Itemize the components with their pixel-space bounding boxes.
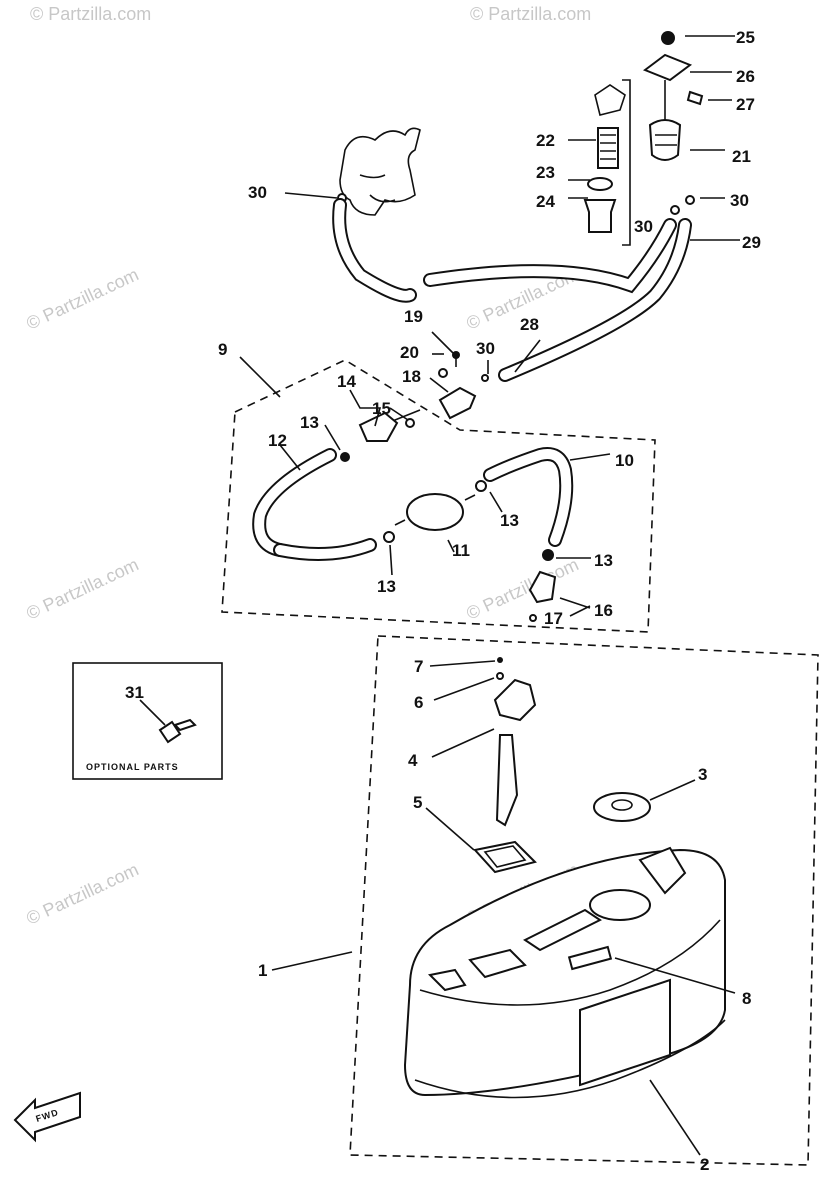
callout-20: 20 bbox=[400, 343, 419, 362]
leader-lines bbox=[139, 35, 740, 1156]
o-ring-23 bbox=[587, 177, 613, 191]
screw-7 bbox=[497, 657, 503, 663]
forward-arrow-icon: FWD bbox=[13, 1091, 81, 1143]
primer-assembly-outline-9 bbox=[221, 359, 656, 633]
callout-13-far-right: 13 bbox=[594, 551, 613, 570]
clip-13-d bbox=[542, 549, 554, 561]
callout-28: 28 bbox=[520, 315, 539, 334]
optional-parts-box bbox=[72, 662, 223, 780]
callout-15: 15 bbox=[372, 399, 391, 418]
vent-flap bbox=[638, 846, 687, 895]
connector-16 bbox=[528, 570, 557, 604]
tie-down bbox=[427, 968, 467, 992]
fitting-31 bbox=[158, 718, 197, 744]
screw-27 bbox=[686, 90, 704, 106]
callout-12: 12 bbox=[268, 431, 287, 450]
label-8 bbox=[567, 945, 613, 971]
clip-13-a bbox=[340, 452, 350, 462]
callout-27: 27 bbox=[736, 95, 755, 114]
callout-5: 5 bbox=[413, 793, 422, 812]
callout-11: 11 bbox=[452, 541, 470, 560]
clip-30-mid bbox=[670, 205, 680, 215]
pickup-head-4 bbox=[493, 678, 537, 722]
callout-7: 7 bbox=[414, 657, 423, 676]
callout-6: 6 bbox=[414, 693, 423, 712]
callout-16: 16 bbox=[594, 601, 613, 620]
watermark-5: © Partzilla.com bbox=[23, 554, 141, 623]
callout-19: 19 bbox=[404, 307, 423, 326]
callout-30-left: 30 bbox=[248, 183, 267, 202]
filter-element-22 bbox=[597, 127, 619, 169]
callout-13-bottom: 13 bbox=[377, 577, 396, 596]
connector-18 bbox=[438, 386, 477, 420]
carburetor-outline bbox=[337, 127, 421, 216]
callout-25: 25 bbox=[736, 28, 755, 47]
callout-14: 14 bbox=[337, 372, 356, 391]
callout-labels: 25 26 27 21 22 23 24 30 30 30 29 19 20 3… bbox=[125, 28, 761, 1174]
watermark-3: © Partzilla.com bbox=[23, 264, 141, 333]
clip-30-center bbox=[481, 374, 489, 382]
clip-13-c bbox=[383, 531, 395, 543]
joint-14 bbox=[358, 411, 399, 442]
cap-25 bbox=[661, 31, 675, 45]
primer-bulb-11 bbox=[406, 493, 464, 531]
hoses bbox=[332, 198, 692, 382]
o-ring-15 bbox=[405, 418, 415, 428]
bracket-26 bbox=[642, 53, 693, 82]
clip-30-right bbox=[685, 195, 695, 205]
callout-9: 9 bbox=[218, 340, 227, 359]
callout-17: 17 bbox=[544, 609, 563, 628]
pickup-tube-4 bbox=[495, 734, 519, 827]
watermark-6: © Partzilla.com bbox=[463, 554, 581, 623]
tank-label-panel bbox=[579, 978, 671, 1087]
callout-10: 10 bbox=[615, 451, 634, 470]
callout-29: 29 bbox=[742, 233, 761, 252]
filter-21 bbox=[648, 119, 682, 161]
callout-2: 2 bbox=[700, 1155, 709, 1174]
washer-20 bbox=[438, 368, 448, 378]
callout-22: 22 bbox=[536, 131, 555, 150]
optional-parts-label: OPTIONAL PARTS bbox=[86, 762, 179, 772]
o-ring-17 bbox=[529, 614, 537, 622]
washer-6 bbox=[496, 672, 504, 680]
callout-31: 31 bbox=[125, 683, 144, 702]
callout-3: 3 bbox=[698, 765, 707, 784]
callout-18: 18 bbox=[402, 367, 421, 386]
watermark-1: © Partzilla.com bbox=[30, 4, 151, 24]
clip-13-b bbox=[475, 480, 487, 492]
callout-23: 23 bbox=[536, 163, 555, 182]
callout-24: 24 bbox=[536, 192, 555, 211]
callout-26: 26 bbox=[736, 67, 755, 86]
watermark-7: © Partzilla.com bbox=[23, 859, 141, 928]
callout-13-right: 13 bbox=[500, 511, 519, 530]
handle bbox=[523, 908, 602, 952]
filter-cup-24 bbox=[583, 199, 617, 233]
filter-assembly bbox=[583, 31, 704, 246]
callout-21: 21 bbox=[732, 147, 751, 166]
callout-30-mid: 30 bbox=[634, 217, 653, 236]
callout-13-top: 13 bbox=[300, 413, 319, 432]
callout-1: 1 bbox=[258, 961, 267, 980]
callout-8: 8 bbox=[742, 989, 751, 1008]
fuel-tank-2 bbox=[403, 846, 726, 1099]
callout-30-right: 30 bbox=[730, 191, 749, 210]
pickup-mount bbox=[468, 948, 527, 979]
callout-4: 4 bbox=[408, 751, 418, 770]
gasket-5 bbox=[473, 840, 537, 874]
callout-30-center: 30 bbox=[476, 339, 495, 358]
filler-neck bbox=[589, 889, 651, 921]
watermark-2: © Partzilla.com bbox=[470, 4, 591, 24]
cap-3 bbox=[593, 792, 651, 822]
